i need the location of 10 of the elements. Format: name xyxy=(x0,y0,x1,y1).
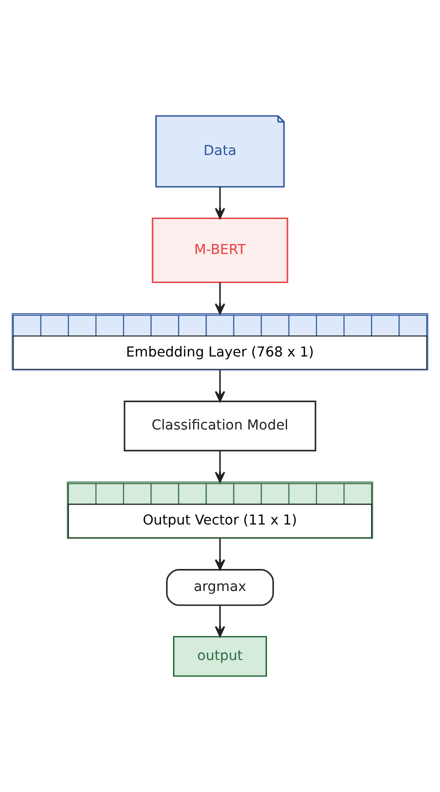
node-box: argmax xyxy=(166,569,274,606)
arrow xyxy=(214,538,226,570)
arrow xyxy=(214,450,226,483)
arrow xyxy=(214,370,226,402)
arrow xyxy=(214,605,226,638)
node-box: output xyxy=(173,636,267,677)
node-box: M-BERT xyxy=(152,218,288,284)
node-box: Classification Model xyxy=(124,400,316,452)
arrow xyxy=(214,282,226,314)
arrow xyxy=(214,186,226,219)
